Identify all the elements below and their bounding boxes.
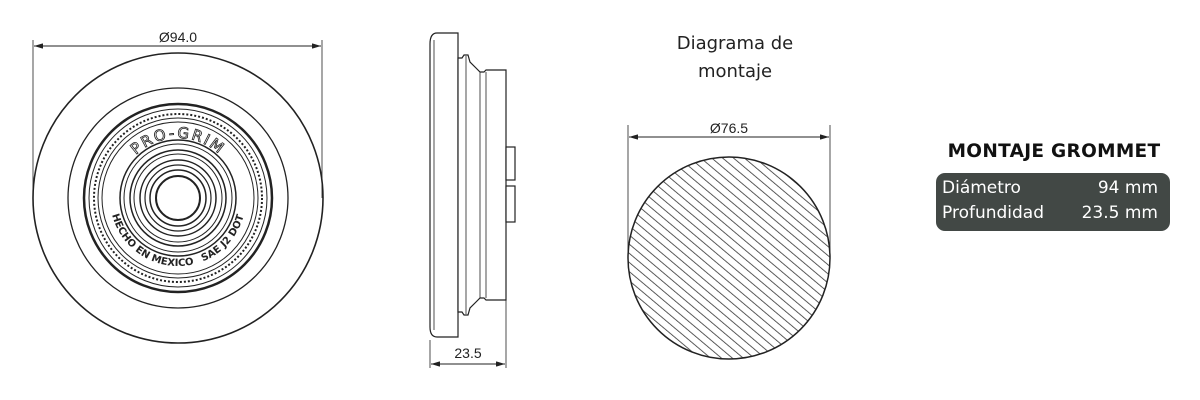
logo-emboss-top: PRO-GRIM bbox=[127, 124, 229, 158]
spec-label: Diámetro bbox=[942, 178, 1021, 198]
specs-title: MONTAJE GROMMET bbox=[947, 141, 1161, 162]
spec-value: 23.5 mm bbox=[1081, 203, 1158, 223]
title-line-2: montaje bbox=[697, 61, 773, 82]
depth-label: 23.5 bbox=[454, 345, 481, 361]
spec-row-diameter: Diámetro 94 mm bbox=[942, 176, 1158, 201]
side-view bbox=[429, 32, 516, 368]
diameter-label: Ø94.0 bbox=[159, 29, 197, 45]
title-line-1: Diagrama de bbox=[676, 33, 794, 54]
logo-emboss-right: SAE J2 DOT bbox=[200, 213, 247, 264]
mounting-hole bbox=[627, 125, 831, 360]
spec-row-depth: Profundidad 23.5 mm bbox=[942, 201, 1158, 226]
hole-diameter-label: Ø76.5 bbox=[710, 120, 748, 136]
mounting-diagram-title: Diagrama de montaje bbox=[635, 30, 835, 86]
front-view: PRO-GRIM HECHO EN MEXICO SAE J2 DOT bbox=[32, 40, 324, 344]
spec-value: 94 mm bbox=[1097, 178, 1158, 198]
spec-label: Profundidad bbox=[942, 203, 1045, 223]
specs-box: Diámetro 94 mm Profundidad 23.5 mm bbox=[936, 173, 1170, 231]
